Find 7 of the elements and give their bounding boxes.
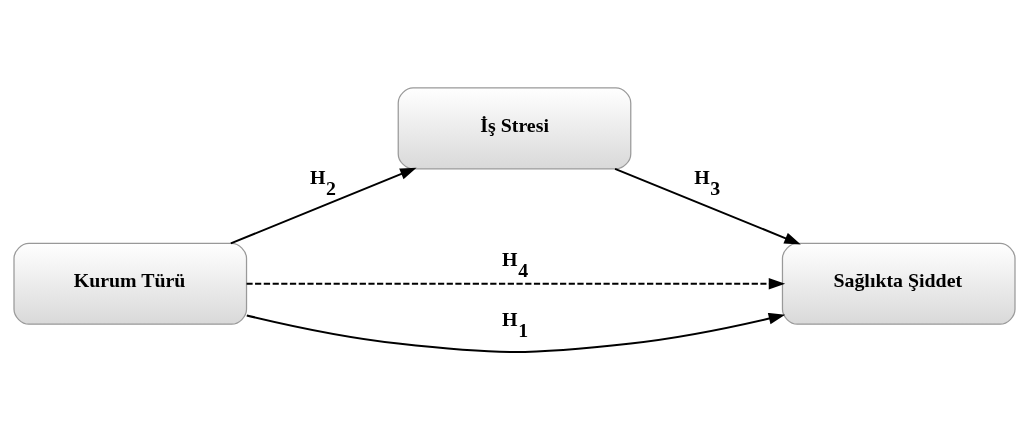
node-box: Kurum Türü [13,242,248,325]
arrow [245,312,786,353]
node-box: İş Stresi [397,86,632,169]
node-box: Sağlıkta Şiddet [781,242,1016,325]
arrow [245,277,786,290]
arrow [614,167,801,244]
arrow [229,167,417,244]
